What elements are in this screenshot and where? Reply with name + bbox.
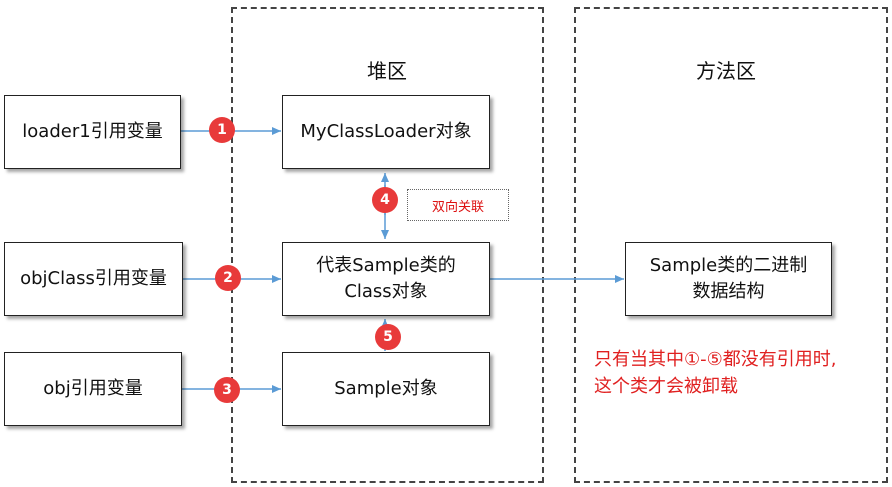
binary-label-line1: Sample类的二进制 bbox=[649, 254, 808, 276]
myclassloader-object-label: MyClassLoader对象 bbox=[300, 120, 472, 142]
sample-object-label: Sample对象 bbox=[334, 377, 438, 399]
method-area-region bbox=[574, 7, 888, 483]
loader1-reference-box: loader1引用变量 bbox=[4, 95, 181, 169]
unload-note-line1: 只有当其中①-⑤都没有引用时, bbox=[594, 349, 837, 370]
sample-binary-data-box: Sample类的二进制 数据结构 bbox=[625, 242, 832, 316]
method-area-title: 方法区 bbox=[696, 59, 756, 83]
loader1-reference-label: loader1引用变量 bbox=[22, 120, 163, 142]
heap-region-title: 堆区 bbox=[367, 59, 407, 83]
reference-badge-1: 1 bbox=[209, 117, 235, 143]
obj-reference-label: obj引用变量 bbox=[43, 377, 143, 399]
myclassloader-object-box: MyClassLoader对象 bbox=[282, 95, 490, 169]
reference-badge-5: 5 bbox=[375, 324, 401, 350]
class-object-box: 代表Sample类的 Class对象 bbox=[282, 242, 490, 316]
bidirectional-label: 双向关联 bbox=[431, 199, 484, 215]
binary-label-line2: 数据结构 bbox=[692, 281, 765, 302]
unload-note-line2: 这个类才会被卸载 bbox=[594, 376, 738, 397]
class-object-label-line2: Class对象 bbox=[344, 281, 428, 302]
bidirectional-label-box: 双向关联 bbox=[407, 189, 509, 221]
unload-condition-note: 只有当其中①-⑤都没有引用时, 这个类才会被卸载 bbox=[594, 346, 837, 400]
heap-region bbox=[231, 7, 544, 483]
obj-reference-box: obj引用变量 bbox=[4, 352, 182, 426]
reference-badge-3: 3 bbox=[214, 377, 240, 403]
class-object-label-line1: 代表Sample类的 bbox=[316, 254, 456, 276]
sample-object-box: Sample对象 bbox=[282, 352, 490, 426]
objclass-reference-box: objClass引用变量 bbox=[4, 242, 183, 316]
reference-badge-2: 2 bbox=[215, 265, 241, 291]
reference-badge-4: 4 bbox=[372, 187, 398, 213]
objclass-reference-label: objClass引用变量 bbox=[20, 267, 167, 289]
